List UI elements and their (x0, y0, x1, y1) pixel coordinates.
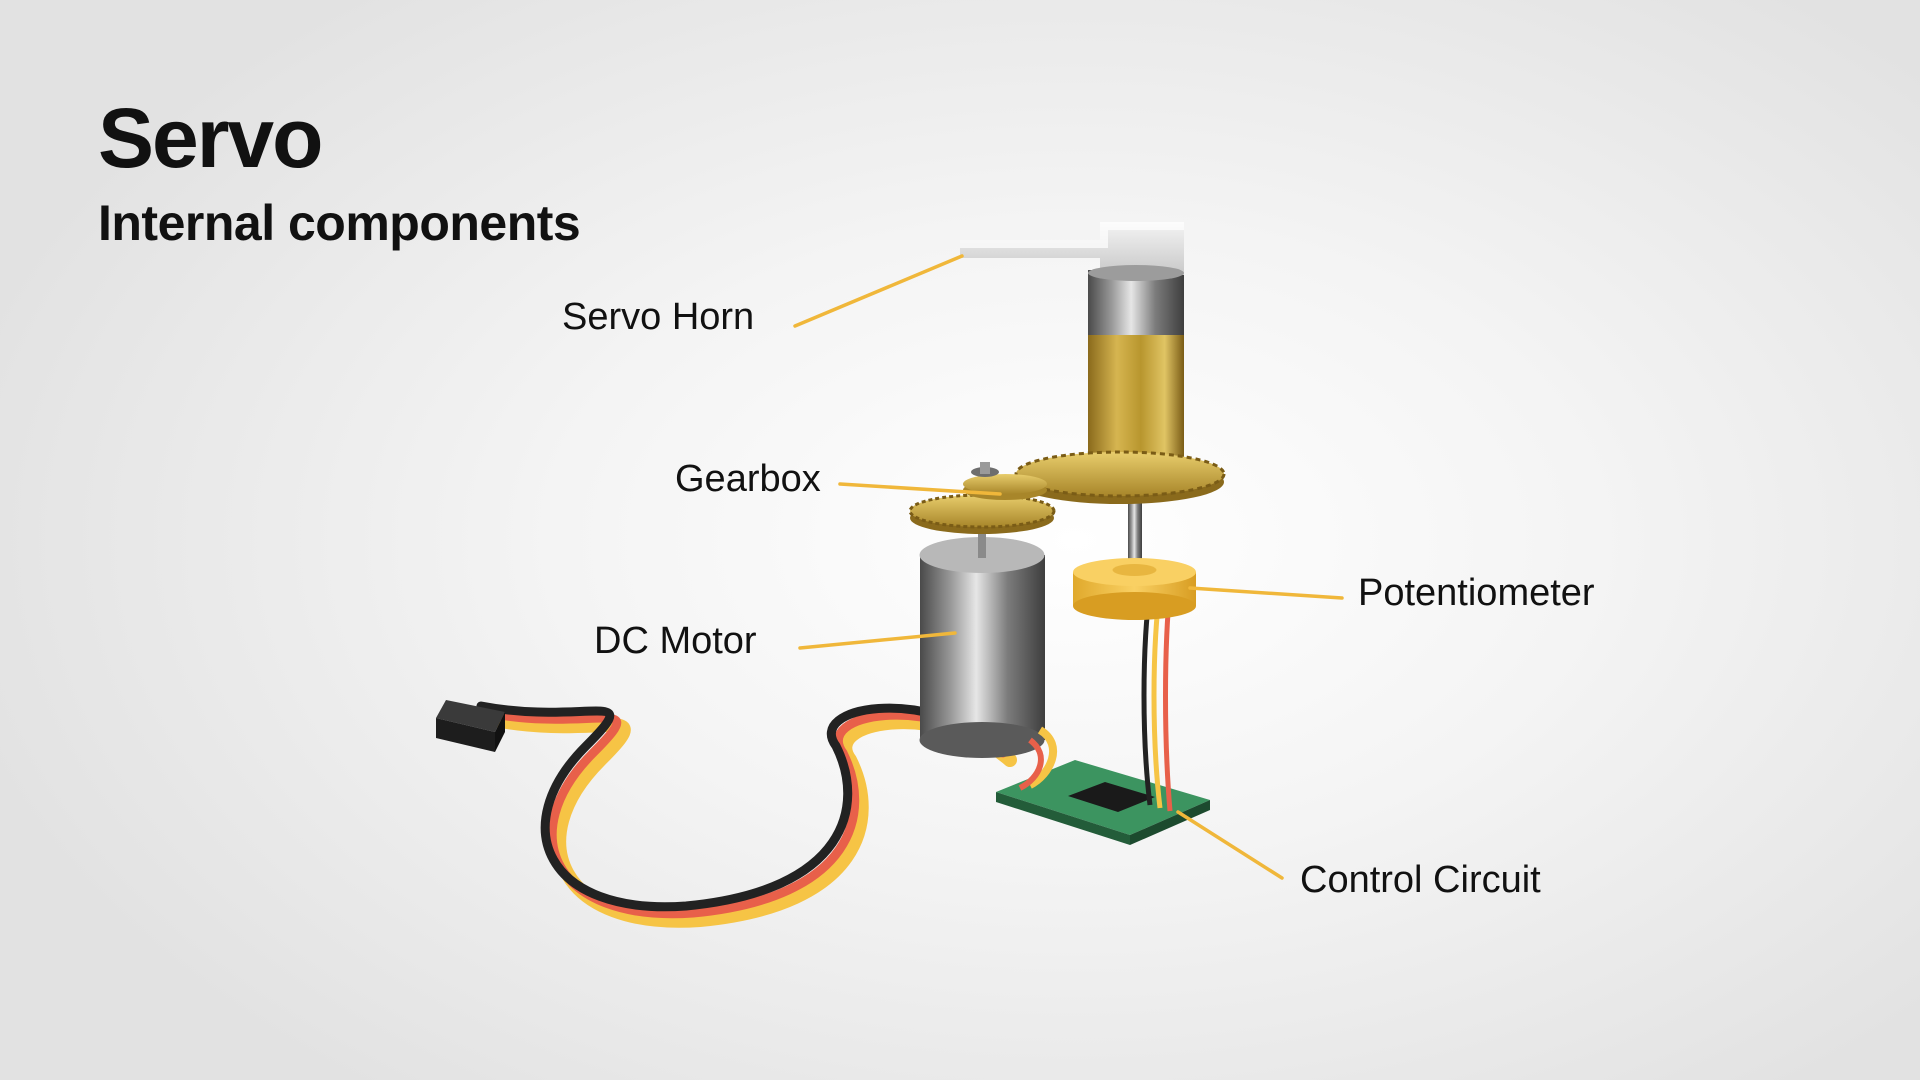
gearbox (908, 450, 1226, 534)
label-control-circuit: Control Circuit (1300, 859, 1541, 901)
diagram-subtitle: Internal components (98, 195, 581, 251)
cable-connector (436, 700, 505, 752)
diagram-title: Servo (98, 91, 323, 185)
output-shaft (1088, 270, 1184, 570)
servo-horn (960, 222, 1184, 281)
leader-line-gearbox (838, 482, 1002, 496)
leader-line-dc-motor (798, 631, 957, 650)
label-dc-motor: DC Motor (594, 620, 757, 662)
leader-line-control-circuit (1176, 810, 1284, 880)
leader-line-potentiometer (1188, 586, 1344, 600)
label-potentiometer: Potentiometer (1358, 572, 1595, 614)
potentiometer (1073, 558, 1196, 620)
dc-motor (919, 522, 1045, 758)
label-gearbox: Gearbox (675, 458, 821, 500)
leader-line-servo-horn (793, 254, 964, 328)
servo-cable (476, 701, 1017, 928)
leader-lines (793, 254, 1344, 880)
label-servo-horn: Servo Horn (562, 296, 755, 338)
control-circuit-board (996, 760, 1210, 845)
